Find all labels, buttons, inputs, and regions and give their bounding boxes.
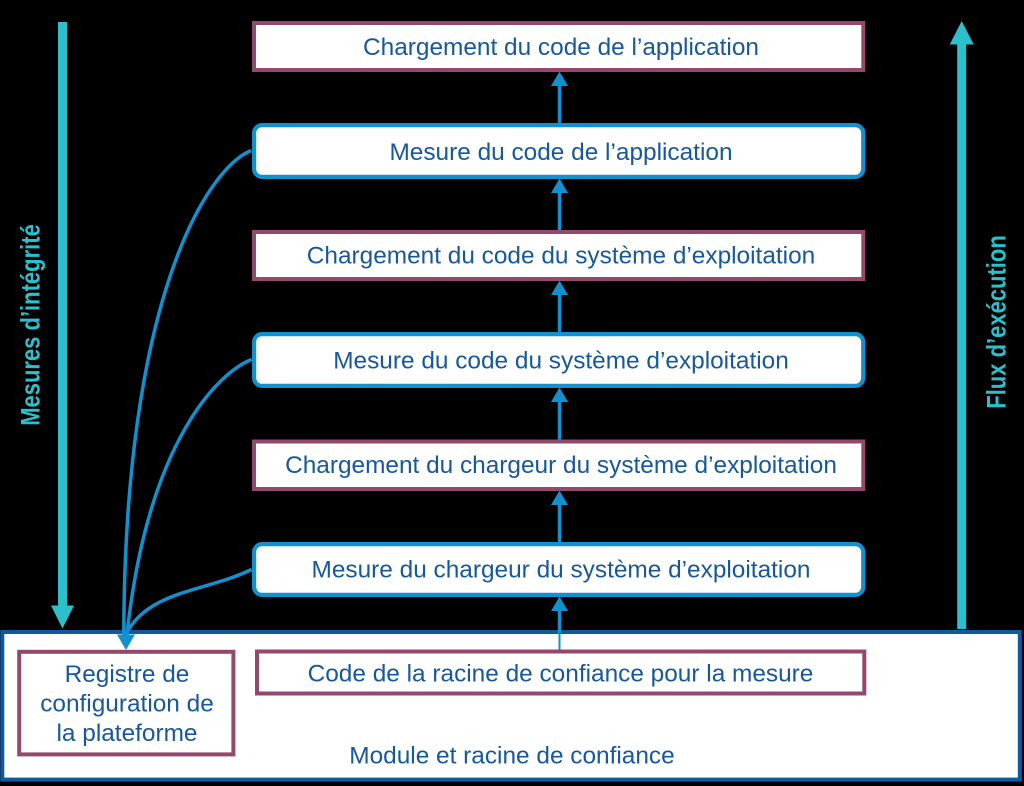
svg-text:Code de la racine de confiance: Code de la racine de confiance pour la m…: [308, 661, 814, 688]
svg-text:configuration de: configuration de: [40, 691, 214, 718]
svg-text:Flux d’exécution: Flux d’exécution: [982, 235, 1012, 408]
svg-text:Mesure du code du système d’ex: Mesure du code du système d’exploitation: [333, 348, 789, 375]
svg-text:Chargement du code du système: Chargement du code du système d’exploita…: [307, 243, 815, 270]
svg-text:Mesure du code de l’applicatio: Mesure du code de l’application: [389, 139, 732, 166]
svg-text:Mesures d’intégrité: Mesures d’intégrité: [17, 224, 47, 426]
svg-text:Module et racine de confiance: Module et racine de confiance: [349, 743, 674, 770]
svg-text:Mesure du chargeur du système: Mesure du chargeur du système d’exploita…: [312, 557, 811, 584]
svg-text:Registre de: Registre de: [65, 661, 190, 688]
svg-text:la plateforme: la plateforme: [57, 720, 198, 747]
svg-text:Chargement du code de l’applic: Chargement du code de l’application: [363, 34, 759, 61]
svg-text:Chargement du chargeur du syst: Chargement du chargeur du système d’expl…: [285, 452, 837, 479]
